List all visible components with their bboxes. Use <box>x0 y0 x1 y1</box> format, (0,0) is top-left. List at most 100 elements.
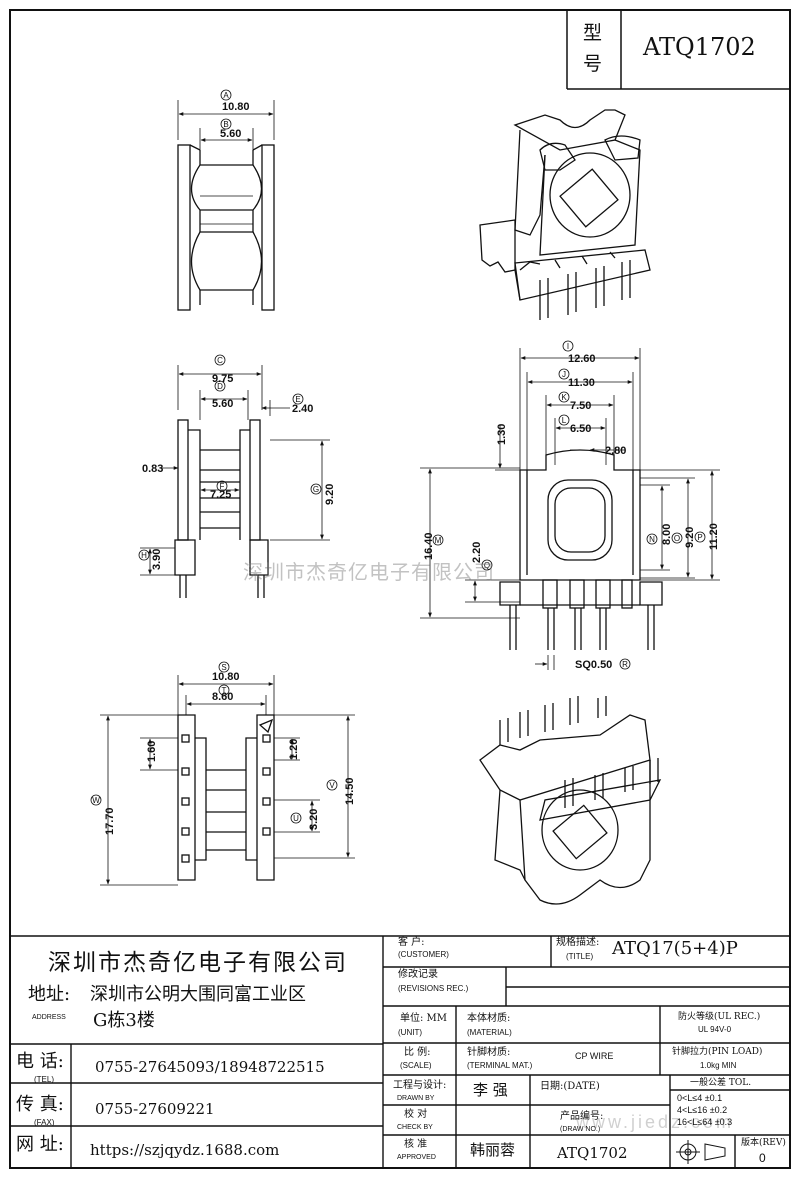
approved-label: 核 准 <box>404 1139 428 1150</box>
approved-en: APPROVED <box>397 1154 436 1161</box>
projection-symbol <box>676 1140 726 1164</box>
label-s: S <box>221 663 226 672</box>
label-t: T <box>222 686 227 695</box>
title-label: 规格描述: <box>556 937 600 948</box>
web-value[interactable]: https://szjqydz.1688.com <box>90 1141 280 1159</box>
label-j: J <box>562 370 566 379</box>
model-label-2: 号 <box>583 53 603 75</box>
front-view <box>140 365 330 598</box>
dim-t: 8.60 <box>212 691 233 703</box>
pin-load-label: 针脚拉力(PIN LOAD) <box>672 1047 763 1057</box>
fax-label: 传 真: <box>16 1094 64 1115</box>
address-label: 地址: <box>28 984 71 1005</box>
dim-f: 7.25 <box>210 489 231 501</box>
label-c: C <box>217 356 223 365</box>
side-view <box>420 348 720 670</box>
model-number: ATQ1702 <box>643 33 756 61</box>
terminal-en: (TERMINAL MAT.) <box>467 1061 533 1070</box>
dim-w: 17.70 <box>104 807 116 835</box>
dim-130: 1.30 <box>496 424 508 445</box>
dim-a: 10.80 <box>222 101 250 113</box>
revisions-label: 修改记录 <box>398 969 438 980</box>
drawn-en: DRAWN BY <box>397 1095 435 1102</box>
tel-value: 0755-27645093/18948722515 <box>95 1058 325 1076</box>
label-n: N <box>649 535 655 544</box>
top-view <box>177 100 275 311</box>
flame-label: 防火等级(UL REC.) <box>678 1012 761 1022</box>
rev-label: 版本(REV) <box>741 1138 786 1148</box>
dim-g: 9.20 <box>324 484 336 505</box>
material-label: 本体材质: <box>467 1013 511 1024</box>
dim-u: 3.20 <box>308 809 320 830</box>
pin-load-value: 1.0kg MIN <box>700 1061 737 1070</box>
web-label: 网 址: <box>16 1134 64 1155</box>
dim-q: 2.20 <box>471 542 483 563</box>
drawn-value: 李 强 <box>473 1081 508 1099</box>
label-w: W <box>92 796 100 805</box>
label-v: V <box>329 781 335 790</box>
label-k: K <box>561 393 567 402</box>
model-box-frame <box>566 11 790 90</box>
flame-value: UL 94V-0 <box>698 1025 732 1034</box>
check-label: 校 对 <box>404 1109 428 1120</box>
label-l: L <box>562 416 567 425</box>
dim-160: 1.60 <box>146 741 158 762</box>
dim-280: 2.80 <box>605 445 626 457</box>
dim-k: 7.50 <box>570 400 591 412</box>
dim-b: 5.60 <box>220 128 241 140</box>
customer-label: 客 户: <box>398 937 425 948</box>
tel-label: 电 话: <box>16 1051 64 1072</box>
tol-title: 一般公差 TOL. <box>690 1078 752 1088</box>
label-d: D <box>217 382 223 391</box>
label-e: E <box>295 395 300 404</box>
address-line2: G栋3楼 <box>93 1010 155 1031</box>
title-en: (TITLE) <box>566 952 594 961</box>
dim-i: 12.60 <box>568 353 596 365</box>
label-i: I <box>567 342 569 351</box>
label-o: O <box>674 534 680 543</box>
part-en: (DRAW NO.) <box>560 1126 601 1133</box>
title-block-frame <box>9 935 791 1169</box>
drawn-label: 工程与设计: <box>393 1080 447 1091</box>
dim-r: SQ0.50 <box>575 659 612 671</box>
company-name: 深圳市杰奇亿电子有限公司 <box>48 950 348 976</box>
dim-n: 8.00 <box>661 524 673 545</box>
label-r: R <box>622 660 628 669</box>
dim-m: 16.40 <box>423 532 435 560</box>
watermark-company: 深圳市杰奇亿电子有限公司 <box>243 560 495 584</box>
terminal-value: CP WIRE <box>575 1051 614 1061</box>
dim-o: 9.20 <box>684 527 696 548</box>
fax-en: (FAX) <box>34 1118 55 1127</box>
label-p: P <box>697 533 702 542</box>
address-en: ADDRESS <box>32 1014 66 1021</box>
isometric-view-1 <box>479 109 651 320</box>
part-label: 产品编号: <box>560 1111 604 1122</box>
tol-line-1: 0<L≤4 ±0.1 <box>677 1093 723 1103</box>
bottom-view <box>100 675 355 886</box>
title-value: ATQ17(5+4)P <box>612 938 738 959</box>
dim-v: 14.50 <box>344 777 356 805</box>
dim-083: 0.83 <box>142 463 163 475</box>
part-value: ATQ1702 <box>557 1144 628 1162</box>
tol-line-2: 4<L≤16 ±0.2 <box>677 1105 728 1115</box>
approved-value: 韩丽蓉 <box>470 1141 516 1159</box>
scale-en: (SCALE) <box>400 1061 432 1070</box>
isometric-view-2 <box>479 696 662 905</box>
dim-l: 6.50 <box>570 423 591 435</box>
dim-d: 5.60 <box>212 398 233 410</box>
rev-value: 0 <box>759 1151 766 1165</box>
dim-p: 11.20 <box>708 523 720 550</box>
scale-label: 比 例: <box>404 1047 431 1058</box>
unit-label: 单位: MM <box>400 1013 448 1024</box>
dim-120: 1.20 <box>288 739 300 760</box>
tol-line-3: 16<L≤64 ±0.3 <box>677 1117 733 1127</box>
tel-en: (TEL) <box>34 1075 54 1084</box>
label-m: M <box>435 536 442 545</box>
dim-j: 11.30 <box>568 377 595 389</box>
model-label-1: 型 <box>583 22 603 44</box>
label-b: B <box>223 120 228 129</box>
label-g: G <box>313 485 319 494</box>
label-q: Q <box>484 561 490 570</box>
dim-e: 2.40 <box>292 403 313 415</box>
drawing-sheet <box>9 9 791 1169</box>
